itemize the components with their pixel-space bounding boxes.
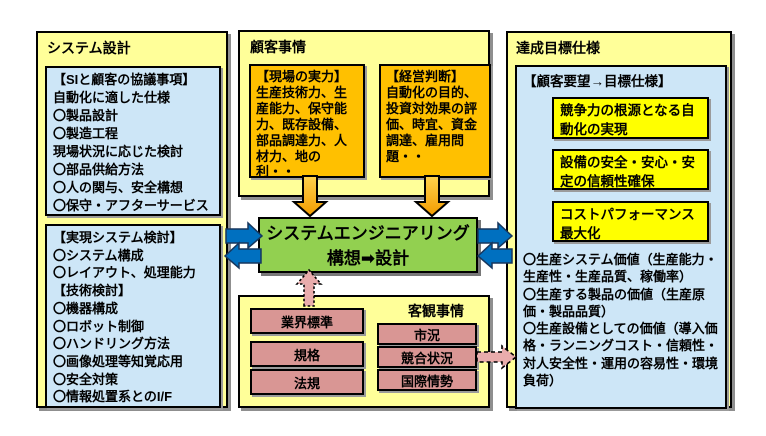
site-capability-body: 生産技術力、生産能力、保守能力、既存設備、部品調達力、人材力、地の利・・: [256, 84, 348, 180]
text-line: 〇レイアウト、処理能力: [53, 265, 196, 281]
text-line: 〇システム構成: [53, 247, 144, 263]
text-line: 〇情報処置系とのI/F: [53, 389, 173, 405]
panel-title-objective: 客観事情: [408, 303, 464, 319]
target-spec-subtitle: 【顧客要望→目標仕様】: [523, 74, 672, 89]
text-line: 【技術検討】: [53, 283, 132, 299]
panel-title-target-spec: 達成目標仕様: [516, 40, 600, 56]
system-engineering-line2: 構想➡設計: [326, 249, 410, 268]
market-conditions-box: 市況: [377, 323, 477, 345]
text-line: 〇部品供給方法: [53, 162, 145, 177]
text-line: 現場状況に応じた検討: [53, 144, 184, 159]
site-capability-box: 【現場の実力】 生産技術力、生産能力、保守能力、既存設備、部品調達力、人材力、地…: [249, 64, 365, 180]
text-line: 自動化に適した仕様: [53, 90, 171, 105]
management-judgment-box: 【経営判断】 自動化の目的、投資対効果の評価、時宜、資金調達、雇用問題・・: [379, 64, 491, 178]
system-engineering-box: システムエンジニアリング 構想➡設計: [258, 217, 478, 273]
international-situation-box: 国際情勢: [377, 369, 477, 391]
text-line: 〇生産システム価値（生産能力・生産性・生産品質、稼働率）: [523, 252, 718, 285]
text-line: 〇機器構成: [53, 300, 119, 316]
negotiation-items-box: 【SIと顧客の協議事項】自動化に適した仕様〇製品設計〇製造工程現場状況に応じた検…: [45, 66, 221, 216]
text-line: 【実現システム検討】: [53, 230, 183, 245]
site-capability-heading: 【現場の実力】: [256, 69, 348, 84]
industry-standard-box: 業界標準: [250, 308, 364, 334]
text-line: 〇安全対策: [53, 371, 119, 387]
blue-arrow-left-to-se: [225, 221, 264, 250]
panel-title-system-design: システム設計: [47, 40, 131, 56]
text-line: 〇ハンドリング方法: [53, 336, 171, 352]
goal-competitiveness-box: 競争力の根源となる自動化の実現: [552, 97, 709, 139]
standards-box: 規格: [250, 341, 364, 367]
text-line: 〇製造工程: [53, 126, 119, 141]
competition-box: 競合状況: [377, 346, 477, 368]
system-engineering-line1: システムエンジニアリング: [266, 224, 470, 243]
goal-cost-performance-box: コストパフォーマンス最大化: [552, 201, 709, 242]
text-line: 〇ロボット制御: [53, 318, 145, 334]
text-line: 【SIと顧客の協議事項】: [53, 72, 196, 87]
system-study-box: 【実現システム検討】〇システム構成〇レイアウト、処理能力【技術検討】〇機器構成〇…: [45, 224, 221, 408]
text-line: 〇画像処理等知覚応用: [53, 353, 184, 369]
panel-target-spec: 達成目標仕様 【顧客要望→目標仕様】 競争力の根源となる自動化の実現 設備の安全…: [506, 31, 732, 409]
panel-objective-circumstances: 客観事情 業界標準 規格 法規 市況 競合状況 国際情勢: [238, 295, 490, 408]
regulations-box: 法規: [250, 369, 364, 395]
panel-title-customer: 顧客事情: [250, 39, 306, 55]
value-items-list: 〇生産システム価値（生産能力・生産性・生産品質、稼働率）〇生産する製品の価値（生…: [523, 251, 724, 389]
target-spec-inner-box: 【顧客要望→目標仕様】 競争力の根源となる自動化の実現 設備の安全・安心・安定の…: [515, 65, 727, 409]
management-judgment-body: 自動化の目的、投資対効果の評価、時宜、資金調達、雇用問題・・: [386, 84, 478, 164]
text-line: 〇生産設備としての価値（導入価格・ランニングコスト・信頼性・対人安全性・運用の容…: [523, 321, 719, 389]
text-line: 〇製品設計: [53, 108, 119, 123]
panel-customer-circumstances: 顧客事情 【現場の実力】 生産技術力、生産能力、保守能力、既存設備、部品調達力、…: [238, 30, 491, 197]
text-line: 〇人の関与、安全構想: [53, 180, 184, 195]
management-judgment-heading: 【経営判断】: [386, 69, 465, 84]
text-line: 〇保守・アフターサービス: [53, 198, 209, 213]
panel-system-design: システム設計 【SIと顧客の協議事項】自動化に適した仕様〇製品設計〇製造工程現場…: [36, 31, 228, 408]
blue-arrow-se-to-left: [223, 241, 262, 270]
goal-reliability-box: 設備の安全・安心・安定の信頼性確保: [552, 149, 709, 190]
text-line: 〇生産する製品の価値（生産原価・製品品質）: [523, 286, 706, 319]
